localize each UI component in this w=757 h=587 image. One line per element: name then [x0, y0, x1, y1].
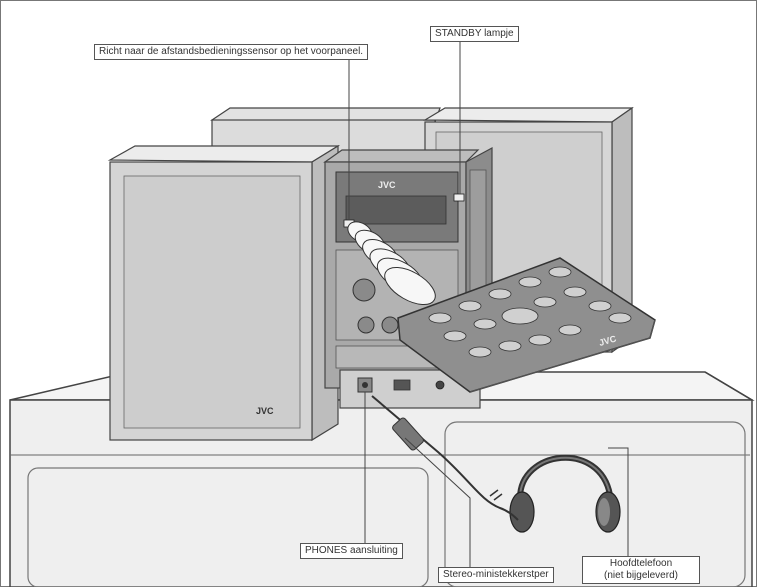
callout-lines: [348, 38, 629, 568]
standby-lamp-callout: STANDBY lampje: [430, 26, 519, 42]
speaker-logo: JVC: [256, 406, 274, 416]
remote-dpad: [501, 307, 539, 325]
remote-logo: JVC: [598, 333, 618, 348]
stereo-mini-plug: [392, 417, 424, 451]
headphones-callout-line1: Hoofdtelefoon: [609, 558, 673, 569]
stereo-plug-callout: Stereo-ministekkerstper: [438, 567, 554, 583]
control-knob-left: [357, 316, 375, 334]
remote-signal-beams: [347, 221, 436, 306]
standby-lamp: [453, 193, 465, 202]
headphones-callout: Hoofdtelefoon (niet bijgeleverd): [582, 556, 700, 584]
volume-knob: [352, 278, 376, 302]
headphones: [509, 454, 621, 533]
headphone-cable: [371, 395, 519, 521]
control-knob-right: [381, 316, 399, 334]
phones-jack-callout: PHONES aansluiting: [300, 543, 403, 559]
left-speaker: JVC: [107, 144, 341, 442]
remote-control: JVC: [397, 257, 656, 393]
unit-logo: JVC: [378, 180, 396, 190]
headphones-callout-line2: (niet bijgeleverd): [604, 570, 678, 581]
display-window: [345, 195, 447, 225]
usb-port: [393, 379, 411, 391]
remote-sensor-callout: Richt naar de afstandsbedieningssensor o…: [94, 44, 369, 60]
cabinet-door-right: [444, 421, 746, 587]
aux-input: [435, 380, 445, 390]
cabinet-door-left: [27, 467, 429, 587]
